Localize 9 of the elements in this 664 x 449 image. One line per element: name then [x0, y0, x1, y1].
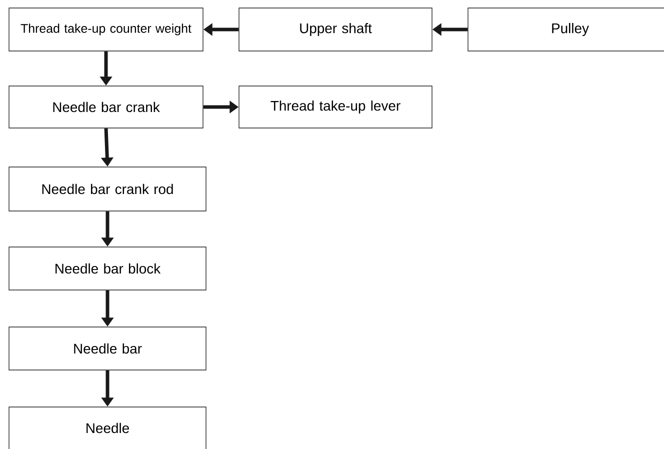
- process-box: Thread take-up counter weight: [8, 8, 204, 52]
- process-box: Needle bar crank: [8, 86, 204, 128]
- process-box: Needle bar block: [8, 246, 206, 290]
- process-box: Upper shaft: [238, 8, 432, 52]
- process-box: Needle: [8, 406, 206, 449]
- process-box: Needle bar: [8, 326, 206, 370]
- process-box: Needle bar crank rod: [8, 166, 206, 212]
- process-box: Thread take-up lever: [238, 86, 432, 128]
- process-box: Pulley: [468, 8, 664, 52]
